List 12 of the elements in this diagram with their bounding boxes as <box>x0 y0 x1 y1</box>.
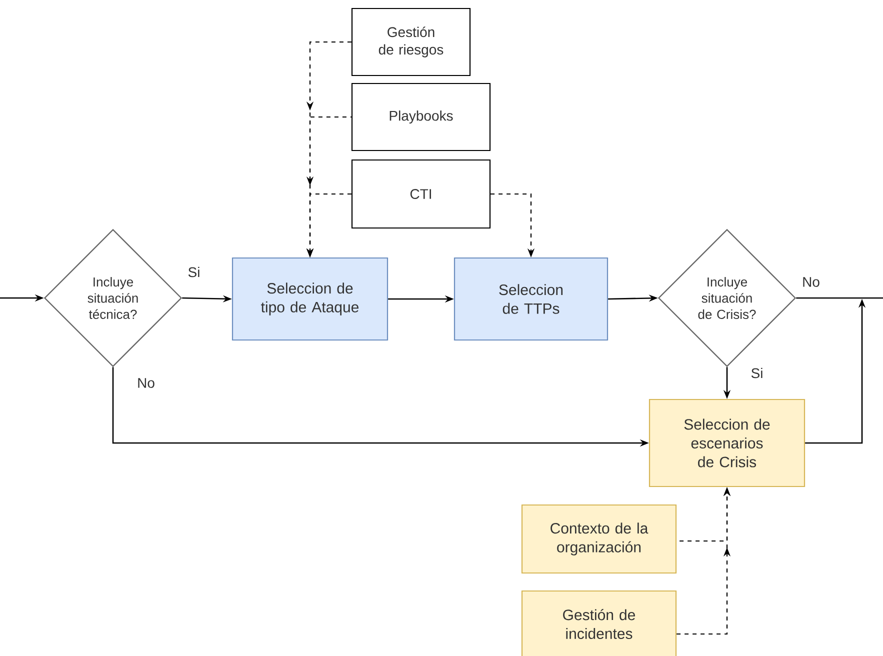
edge-label: Si <box>186 266 202 278</box>
edge-label: No <box>801 276 821 288</box>
edge-label: No <box>136 377 156 389</box>
process-box: CTI <box>351 159 491 229</box>
edge-label: Si <box>750 366 764 380</box>
process-box: Playbooks <box>351 82 491 152</box>
process-box: Gestión de riesgos <box>351 8 471 76</box>
process-box: Gestión de incidentes <box>521 590 677 656</box>
process-box: Seleccion de tipo de Ataque <box>232 257 388 341</box>
process-box: Contexto de la organización <box>521 504 677 574</box>
process-box: Seleccion de escenarios de Crisis <box>648 398 806 488</box>
process-box: Seleccion de TTPs <box>454 257 608 341</box>
